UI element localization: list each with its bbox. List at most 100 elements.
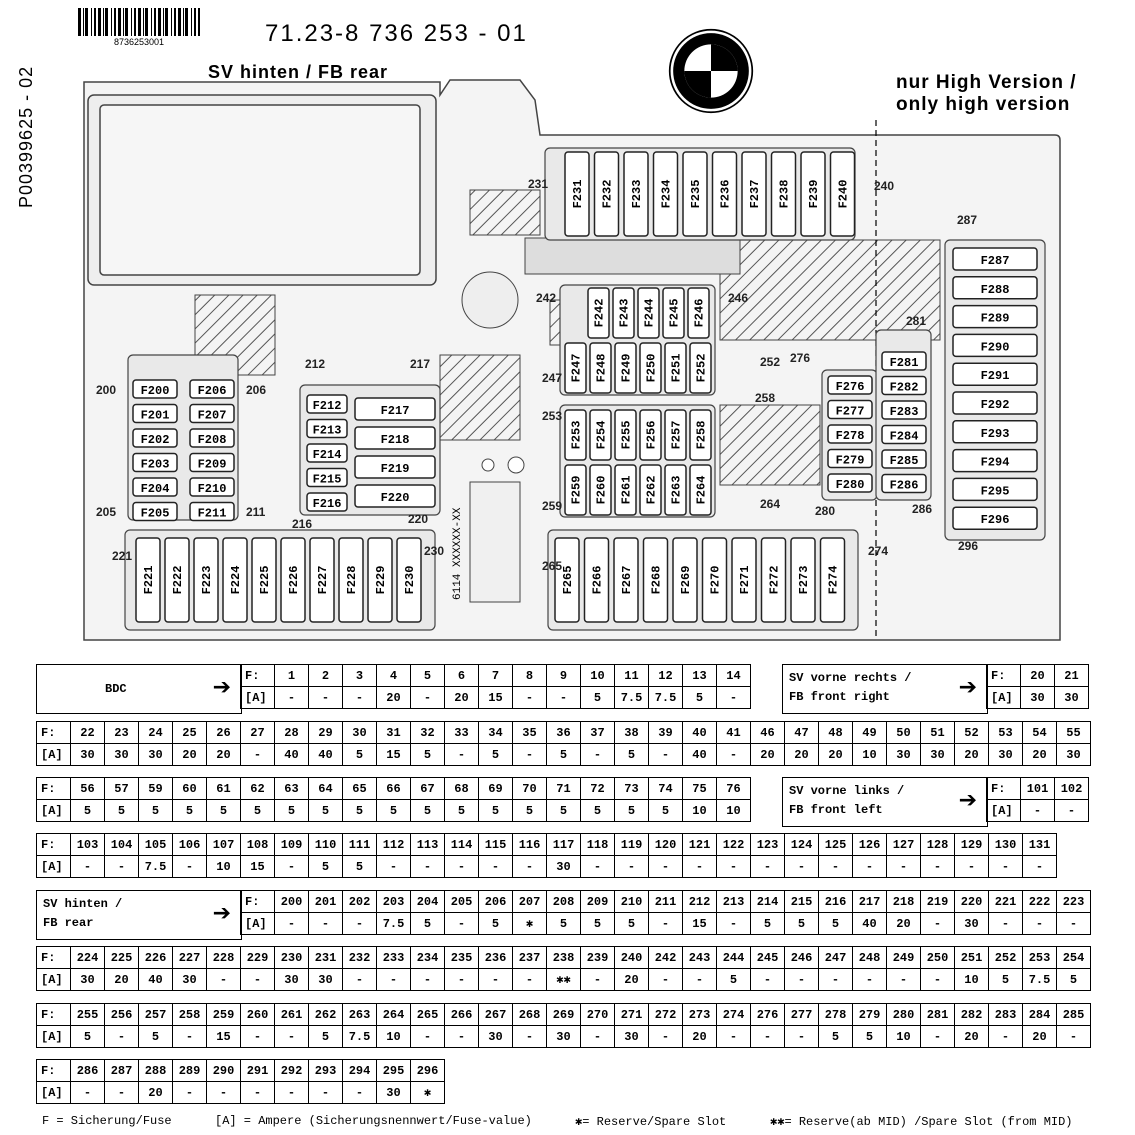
fuse-label: F243 <box>618 299 632 328</box>
fuse-number-cell: 287 <box>104 1059 139 1082</box>
fuse-label: F285 <box>890 454 919 468</box>
fuse-ampere-cell: 30 <box>70 968 105 991</box>
row-header-fuse: F: <box>36 1059 71 1082</box>
fuse-ampere-cell: - <box>240 1081 275 1104</box>
fuse-f219: F219 <box>354 455 436 479</box>
callout-211: 211 <box>246 505 266 519</box>
fuse-ampere-cell: 30 <box>274 968 309 991</box>
fuse-ampere-cell: 10 <box>954 968 989 991</box>
fuse-number-cell: 110 <box>308 833 343 856</box>
fuse-f253: F253 <box>564 409 587 461</box>
callout-200: 200 <box>96 383 116 397</box>
fuse-ampere-cell: 15 <box>206 1025 241 1048</box>
fuse-label: F255 <box>620 421 634 450</box>
fuse-ampere-cell: 20 <box>886 912 921 935</box>
fuse-f252: F252 <box>689 342 712 394</box>
fuse-f272: F272 <box>760 537 787 623</box>
fuse-f261: F261 <box>614 464 637 516</box>
fuse-ampere-cell: - <box>648 1025 683 1048</box>
fuse-ampere-cell: 10 <box>376 1025 411 1048</box>
callout-287: 287 <box>957 213 977 227</box>
fuse-ampere-cell: - <box>1054 799 1089 822</box>
callout-217: 217 <box>410 357 430 371</box>
fuse-label: F207 <box>198 409 227 423</box>
fuse-number-cell: 274 <box>716 1003 751 1026</box>
fuse-f218: F218 <box>354 426 436 450</box>
fuse-label: F209 <box>198 458 227 472</box>
fuse-number-cell: 115 <box>478 833 513 856</box>
fuse-number-cell: 33 <box>444 721 479 744</box>
callout-216: 216 <box>292 517 312 531</box>
fuse-f229: F229 <box>367 537 393 623</box>
fuse-f207: F207 <box>189 403 235 424</box>
fuse-f271: F271 <box>731 537 757 623</box>
fuse-ampere-cell: 30 <box>886 743 921 766</box>
fuse-ampere-cell: - <box>614 855 649 878</box>
fuse-ampere-cell: - <box>546 686 581 709</box>
fuse-number-cell: 25 <box>172 721 207 744</box>
fuse-ampere-cell: 5 <box>342 799 377 822</box>
fuse-f294: F294 <box>952 448 1038 473</box>
fuse-f203: F203 <box>132 452 178 473</box>
fuse-label: F265 <box>561 566 575 595</box>
callout-286: 286 <box>912 502 932 516</box>
fuse-f255: F255 <box>614 409 637 461</box>
mounting-hole <box>461 271 519 329</box>
fuse-ampere-cell: ✱ <box>410 1081 445 1104</box>
fuse-number-cell: 101 <box>1020 777 1055 800</box>
fuse-ampere-cell: 30 <box>308 968 343 991</box>
barcode <box>78 8 200 36</box>
fuse-ampere-cell: - <box>920 968 955 991</box>
fuse-number-cell: 213 <box>716 890 751 913</box>
callout-258: 258 <box>755 391 775 405</box>
fuse-number-cell: 293 <box>308 1059 343 1082</box>
fuse-ampere-cell: 20 <box>954 1025 989 1048</box>
legend-reserve-mid: ✱✱= Reserve(ab MID) /Spare Slot (from MI… <box>770 1115 1073 1129</box>
fuse-number-cell: 108 <box>240 833 275 856</box>
fuse-f288: F288 <box>952 276 1038 300</box>
callout-264: 264 <box>760 497 780 511</box>
fuse-f224: F224 <box>222 537 248 623</box>
fuse-number-cell: 203 <box>376 890 411 913</box>
fuse-f228: F228 <box>338 537 364 623</box>
row-header-ampere: [A] <box>36 968 71 991</box>
fuse-ampere-cell: - <box>512 686 547 709</box>
fuse-ampere-cell: - <box>206 1081 241 1104</box>
fuse-ampere-cell: 30 <box>104 743 139 766</box>
fuse-ampere-cell: 5 <box>444 799 479 822</box>
fuse-ampere-cell: - <box>818 968 853 991</box>
fuse-number-cell: 231 <box>308 946 343 969</box>
fuse-label: F203 <box>141 458 170 472</box>
fuse-f249: F249 <box>614 342 637 394</box>
fuse-number-cell: 281 <box>920 1003 955 1026</box>
table-label-line1: SV vorne rechts / <box>789 671 912 685</box>
fuse-label: F229 <box>374 566 388 595</box>
fuse-ampere-cell: - <box>172 1025 207 1048</box>
fuse-f270: F270 <box>701 537 728 623</box>
fuse-label: F253 <box>570 421 584 450</box>
fuse-ampere-cell: 30 <box>376 1081 411 1104</box>
fuse-number-cell: 247 <box>818 946 853 969</box>
fuse-label: F271 <box>738 566 752 595</box>
fuse-ampere-cell: 5 <box>138 1025 173 1048</box>
row-header-ampere: [A] <box>36 743 71 766</box>
fuse-label: F217 <box>381 404 410 418</box>
fuse-label: F295 <box>981 484 1010 498</box>
fuse-number-cell: 41 <box>716 721 751 744</box>
fuse-ampere-cell: - <box>648 855 683 878</box>
fuse-ampere-cell: - <box>682 968 717 991</box>
fuse-ampere-cell: 7.5 <box>648 686 683 709</box>
fuse-number-cell: 73 <box>614 777 649 800</box>
fuse-number-cell: 107 <box>206 833 241 856</box>
fuse-f257: F257 <box>664 409 687 461</box>
fuse-label: F280 <box>836 478 865 492</box>
fuse-number-cell: 252 <box>988 946 1023 969</box>
fuse-f204: F204 <box>132 477 178 497</box>
fuse-number-cell: 51 <box>920 721 955 744</box>
fuse-f296: F296 <box>952 506 1038 530</box>
fuse-number-cell: 40 <box>682 721 717 744</box>
fuse-label: F282 <box>890 381 919 395</box>
fuse-ampere-cell: 10 <box>682 799 717 822</box>
fuse-ampere-cell: - <box>240 743 275 766</box>
